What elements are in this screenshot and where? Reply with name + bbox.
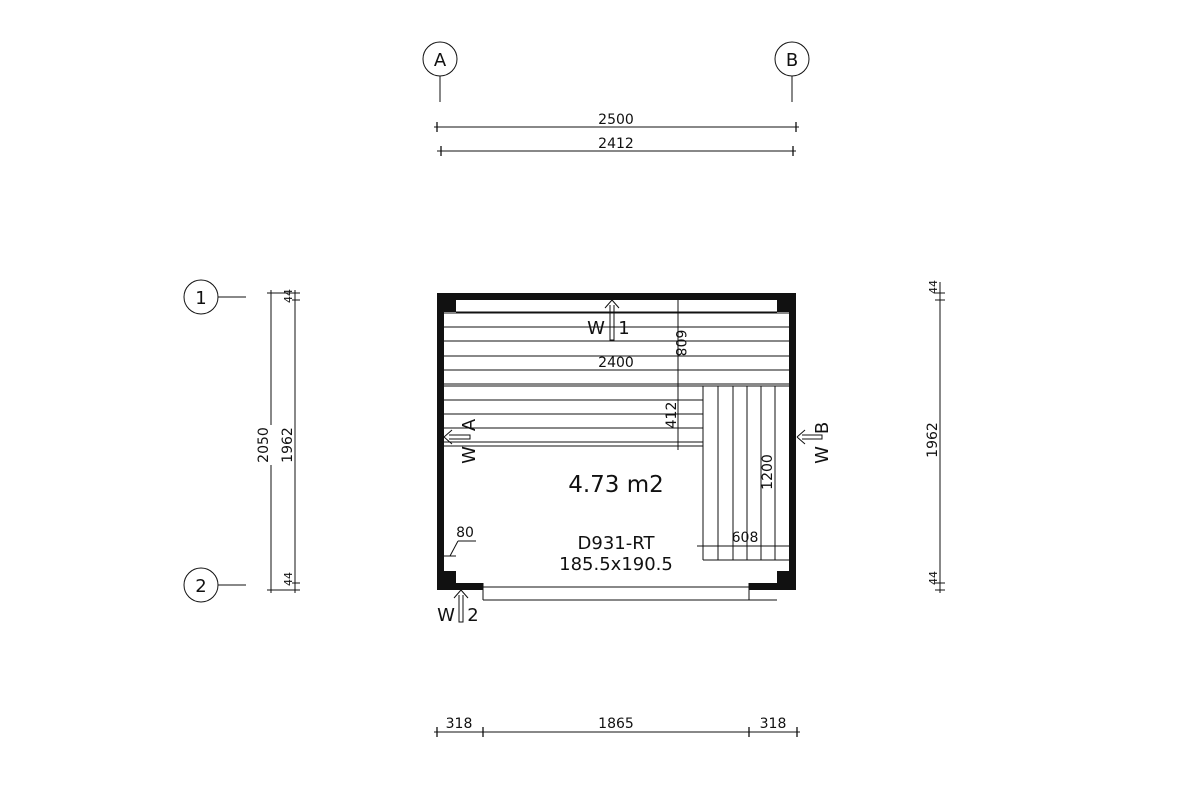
dim-label: 2400 [598,355,634,371]
wall-letter: W [459,446,480,464]
dim-label: 1962 [280,427,296,463]
grid-axis-a: A [422,41,458,102]
wall-marker-wb: W B [796,422,833,464]
dim-label: 80 [456,525,474,541]
dim-label: 44 [927,571,940,585]
grid-axis-1: 1 [183,279,246,315]
dim-label: 412 [664,402,680,429]
axis-label: B [786,50,798,71]
dim-label: 1962 [925,422,941,458]
dim-label: 2412 [598,136,634,152]
axis-label: A [434,50,447,71]
wall-number: B [812,422,833,434]
axis-label: 1 [195,288,206,309]
side-bench [702,386,789,561]
lower-bench [444,385,789,447]
wall-letter: W [587,318,605,339]
room-area: 4.73 m2 [568,472,664,498]
wall-marker-wa: W A [443,418,480,464]
bench-dimensions: 608 412 2400 1200 608 80 [444,300,789,560]
top-dimension-overall: 2500 [434,112,799,132]
dim-label: 2050 [256,427,272,463]
axis-label: 2 [195,576,206,597]
dim-label: 318 [446,716,473,732]
right-dimensions: 1962 44 44 [925,280,945,593]
dim-label: 44 [282,289,295,303]
dim-label: 608 [732,530,759,546]
grid-axis-b: B [774,41,810,102]
door-code: D931-RT [578,533,656,554]
dim-label: 1200 [760,454,776,490]
top-dimension-inner: 2412 [437,136,796,156]
dim-label: 44 [282,572,295,586]
wall-marker-w2: W 2 [437,589,479,626]
left-dimensions: 2050 1962 44 44 [256,289,300,593]
upper-bench [444,311,789,385]
dim-label: 2500 [598,112,634,128]
dim-label: 44 [927,280,940,294]
wall-number: 2 [467,605,478,626]
grid-axis-2: 2 [183,567,246,603]
wall-letter: W [437,605,455,626]
bottom-dimensions: 318 1865 318 [434,716,800,737]
dim-label: 1865 [598,716,634,732]
dim-label: 318 [760,716,787,732]
wall-number: 1 [618,318,629,339]
wall-letter: W [812,446,833,464]
wall-marker-w1: W 1 [587,299,630,341]
door-size: 185.5x190.5 [559,554,673,575]
wall-number: A [459,418,480,431]
dim-label: 608 [672,330,688,357]
